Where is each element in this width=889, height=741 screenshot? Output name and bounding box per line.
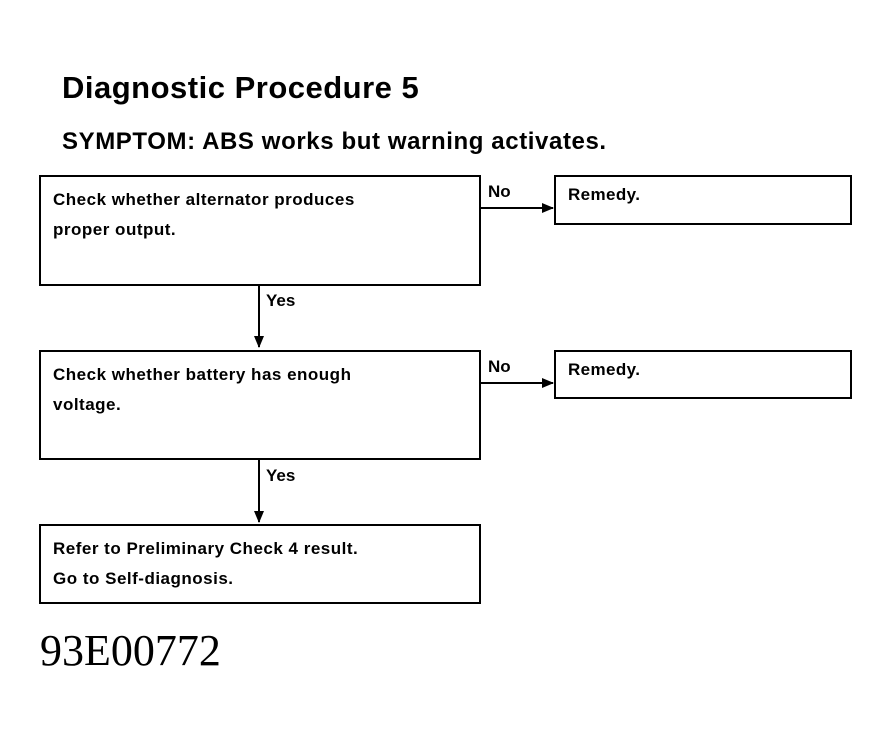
figure-code: 93E00772	[40, 626, 221, 675]
procedure-title: Diagnostic Procedure 5	[62, 70, 420, 105]
no-label-2: No	[488, 357, 511, 376]
check-alternator-line-1: Check whether alternator produces	[53, 190, 355, 209]
remedy-text-2: Remedy.	[568, 360, 641, 379]
self-diagnosis-box: Refer to Preliminary Check 4 result. Go …	[39, 524, 481, 604]
check-alternator-line-2: proper output.	[53, 220, 177, 239]
symptom-heading: SYMPTOM: ABS works but warning activates…	[62, 128, 607, 155]
check-alternator-box: Check whether alternator produces proper…	[39, 175, 481, 286]
check-battery-text: Check whether battery has enough voltage…	[53, 360, 351, 420]
check-battery-line-1: Check whether battery has enough	[53, 365, 352, 384]
self-diagnosis-text: Refer to Preliminary Check 4 result. Go …	[53, 534, 358, 594]
check-battery-line-2: voltage.	[53, 395, 122, 414]
self-diagnosis-line-2: Go to Self-diagnosis.	[53, 569, 234, 588]
check-battery-box: Check whether battery has enough voltage…	[39, 350, 481, 460]
yes-label-2: Yes	[266, 466, 296, 485]
self-diagnosis-line-1: Refer to Preliminary Check 4 result.	[53, 539, 359, 558]
remedy-text-1: Remedy.	[568, 185, 641, 204]
check-alternator-text: Check whether alternator produces proper…	[53, 185, 355, 245]
remedy-box-2: Remedy.	[554, 350, 852, 399]
remedy-box-1: Remedy.	[554, 175, 852, 225]
yes-label-1: Yes	[266, 291, 296, 310]
no-label-1: No	[488, 182, 511, 201]
